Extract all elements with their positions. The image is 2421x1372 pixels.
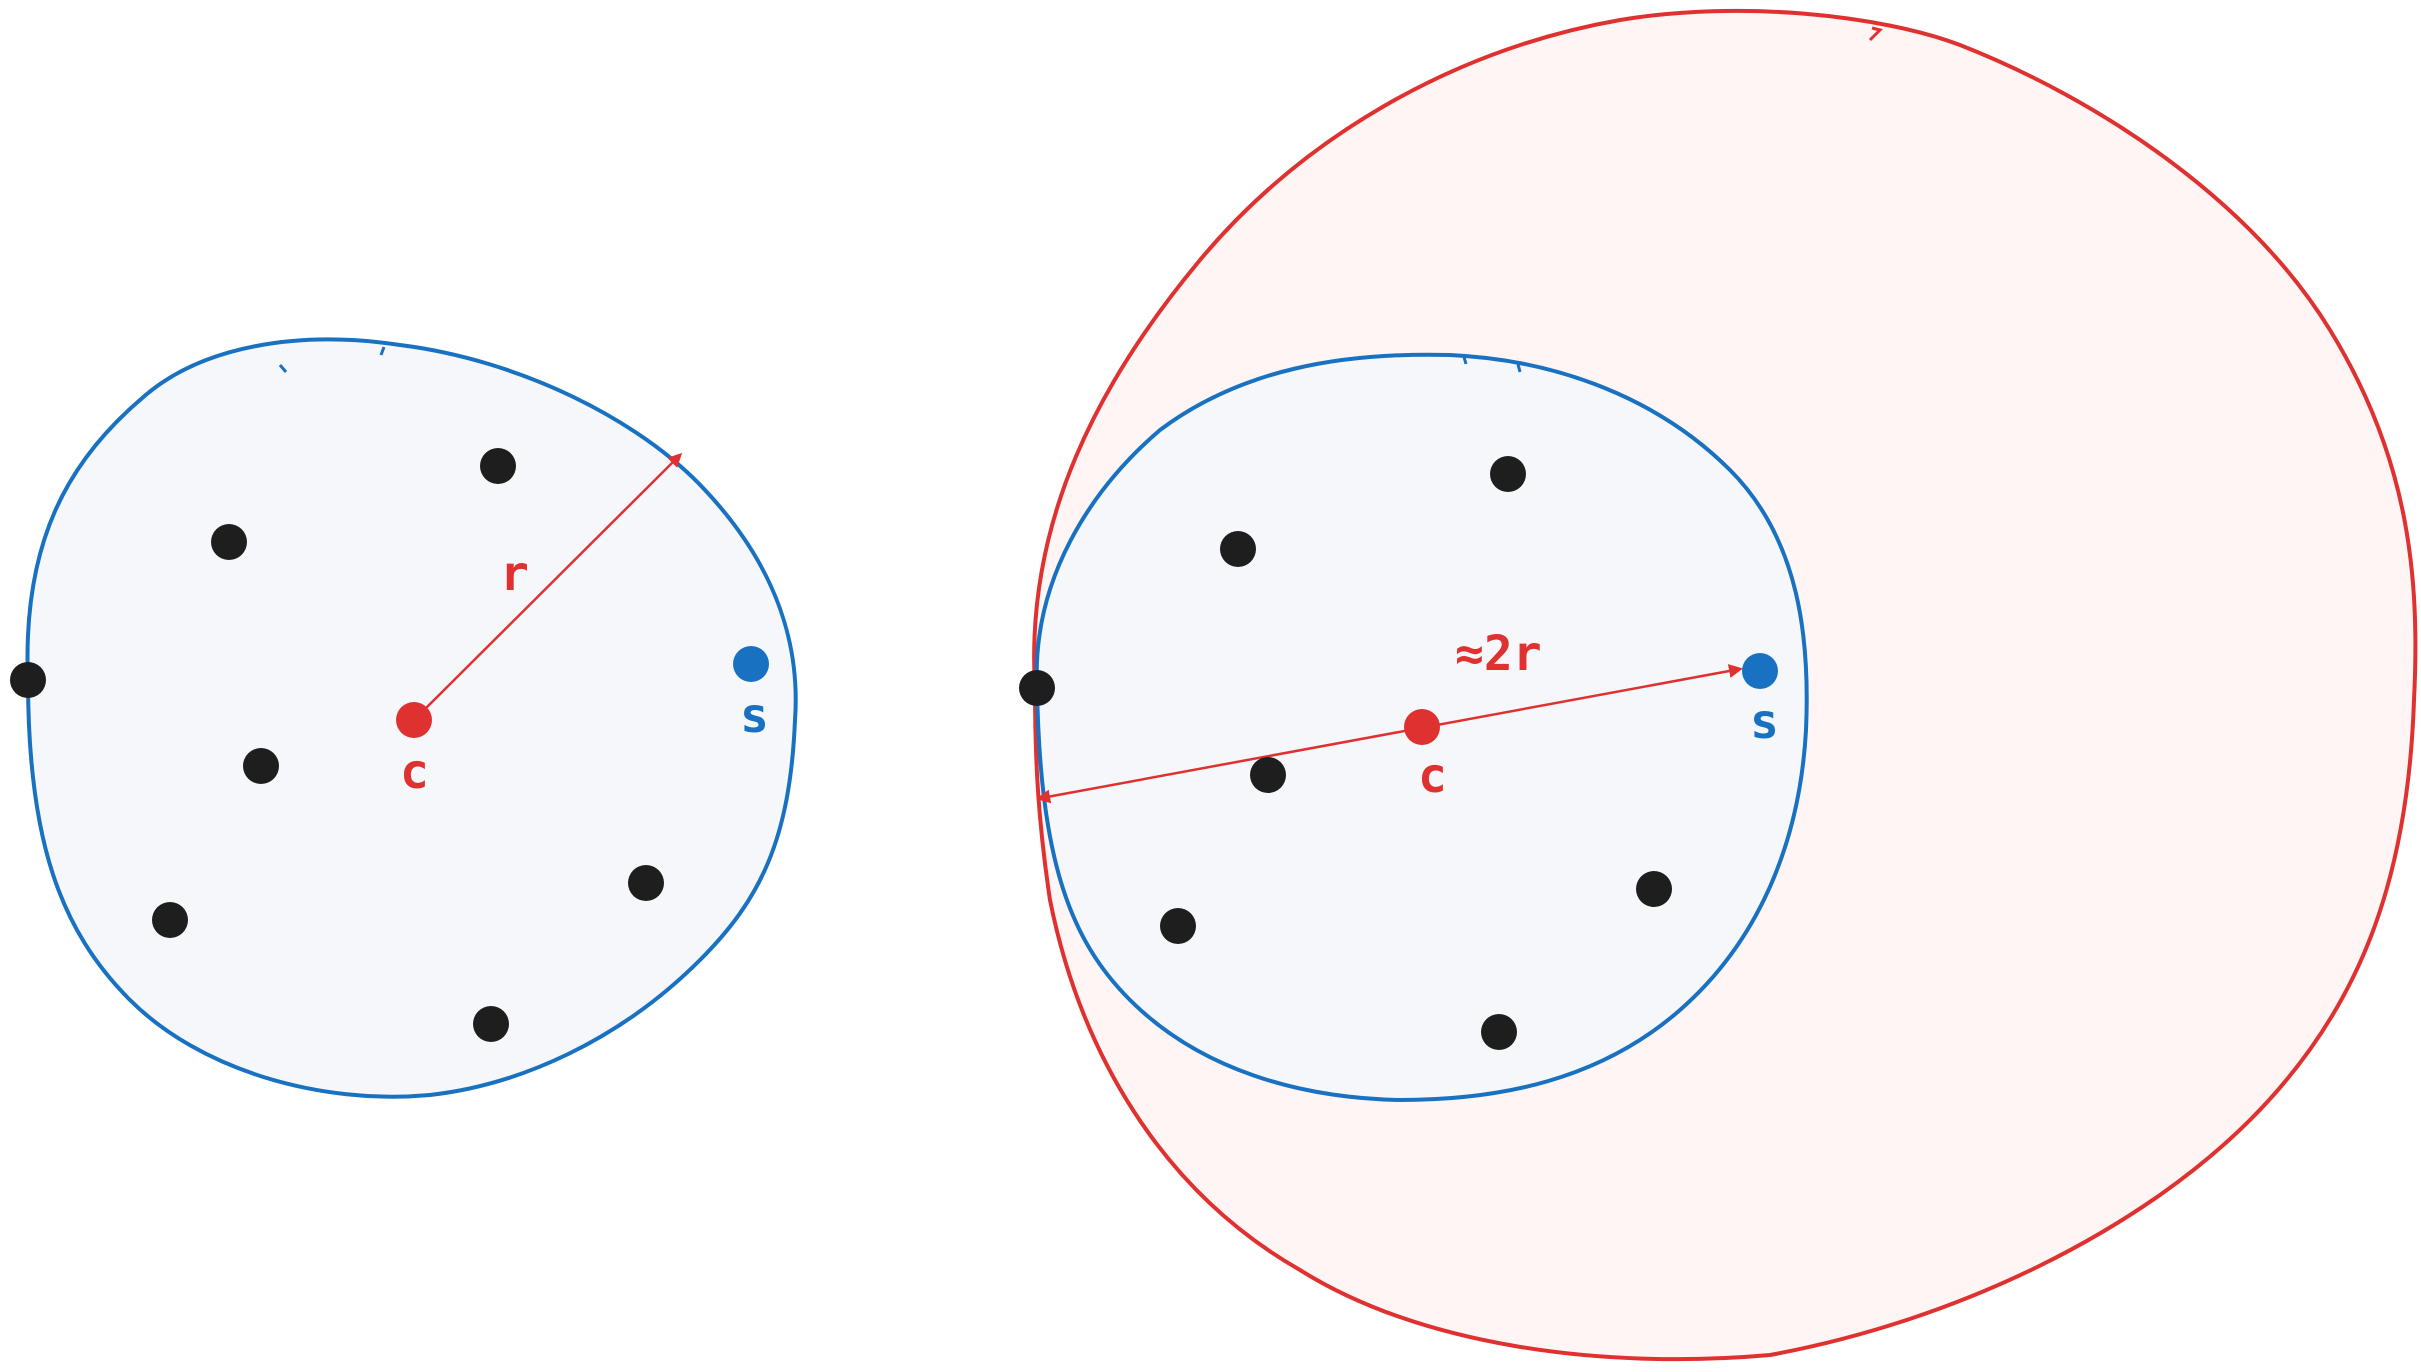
special-label: s (1750, 694, 1779, 750)
point (1019, 670, 1055, 706)
radius-label: r (500, 546, 529, 602)
point (10, 662, 46, 698)
center-point (1404, 709, 1440, 745)
special-label: s (740, 688, 769, 744)
left-diagram: r c s (10, 337, 798, 1099)
point (1250, 757, 1286, 793)
point (1636, 871, 1672, 907)
point (628, 865, 664, 901)
diameter-label: ≈2r (1455, 626, 1542, 682)
special-point (1742, 653, 1778, 689)
center-point (396, 702, 432, 738)
radius-arrow (413, 452, 683, 721)
right-diagram: ≈2r c s (1019, 8, 2418, 1362)
point (152, 902, 188, 938)
point (1481, 1014, 1517, 1050)
center-label: c (400, 744, 429, 800)
point (1220, 531, 1256, 567)
point (1490, 456, 1526, 492)
diameter-arrow (1036, 664, 1743, 804)
point (480, 448, 516, 484)
special-point (733, 646, 769, 682)
point (1160, 908, 1196, 944)
center-label: c (1418, 748, 1447, 804)
point (211, 524, 247, 560)
point (473, 1006, 509, 1042)
point (243, 748, 279, 784)
